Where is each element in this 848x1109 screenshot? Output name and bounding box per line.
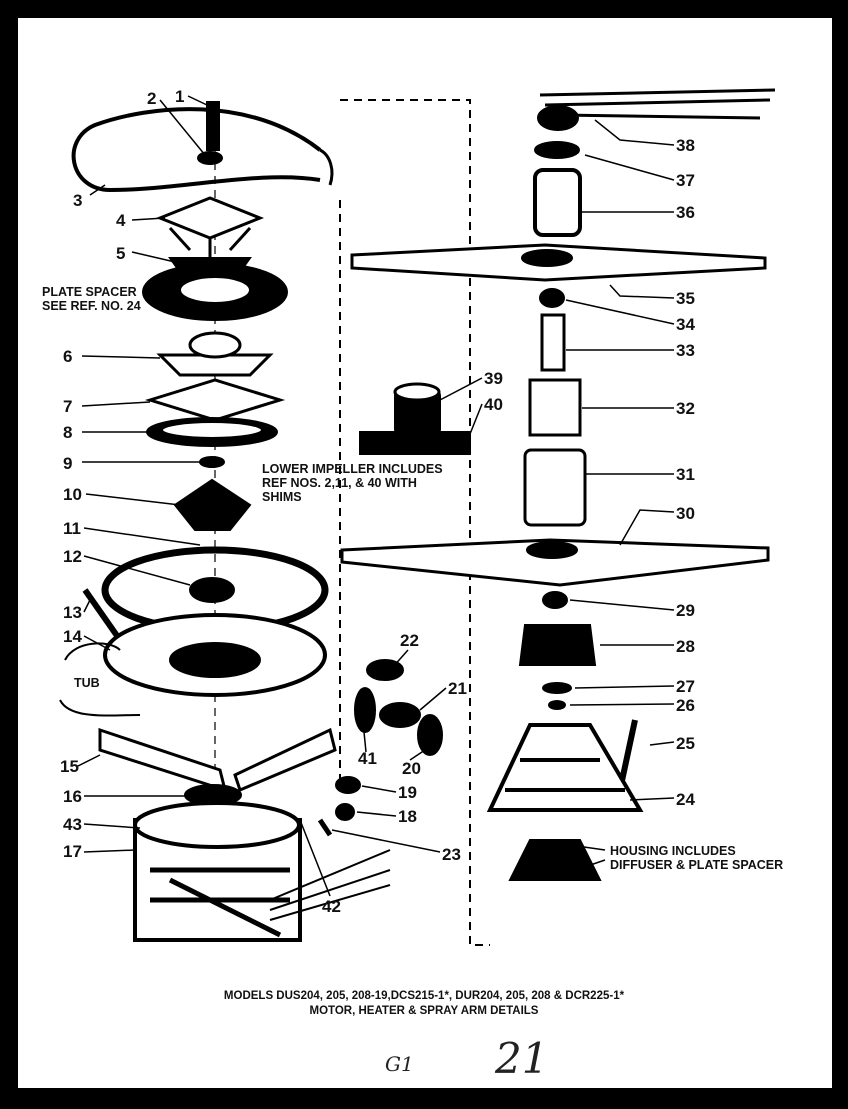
ring-37 — [534, 141, 580, 159]
handwritten-code: G1 — [385, 1052, 414, 1076]
callout-37: 37 — [676, 171, 695, 190]
callout-31: 31 — [676, 465, 695, 484]
supply-tube-38 — [539, 88, 776, 120]
callout-36: 36 — [676, 203, 695, 222]
note-tub: TUB — [74, 676, 100, 690]
screw-13 — [82, 588, 123, 642]
callout-9: 9 — [63, 454, 73, 473]
part-12 — [189, 577, 235, 603]
callout-7: 7 — [63, 397, 73, 416]
tube-32 — [528, 378, 582, 437]
callout-33: 33 — [676, 341, 695, 360]
callout-35: 35 — [676, 289, 695, 308]
part-19 — [335, 776, 361, 794]
callout-22: 22 — [400, 631, 419, 650]
caption-models: MODELS DUS204, 205, 208-19,DCS215-1*, DU… — [223, 990, 625, 1002]
lower-spray-arm-30 — [340, 538, 770, 587]
callout-32: 32 — [676, 399, 695, 418]
callout-16: 16 — [63, 787, 82, 806]
callout-4: 4 — [116, 211, 126, 230]
callout-21: 21 — [448, 679, 467, 698]
nozzle-36 — [533, 168, 582, 237]
callout-19: 19 — [398, 783, 417, 802]
callout-30: 30 — [676, 504, 695, 523]
callout-24: 24 — [676, 790, 695, 809]
callout-17: 17 — [63, 842, 82, 861]
callout-1: 1 — [175, 87, 185, 106]
callout-15: 15 — [60, 757, 79, 776]
note-plate-spacer: PLATE SPACER SEE REF. NO. 24 — [42, 285, 141, 313]
screw-23 — [317, 818, 333, 837]
callout-26: 26 — [676, 696, 695, 715]
callout-11: 11 — [63, 519, 81, 538]
callout-10: 10 — [63, 485, 82, 504]
callout-43: 43 — [63, 815, 82, 834]
part-21 — [379, 702, 421, 728]
tube-31 — [523, 448, 587, 527]
tube-33 — [540, 313, 566, 372]
washer-26 — [548, 700, 566, 710]
caption-title: MOTOR, HEATER & SPRAY ARM DETAILS — [309, 1005, 539, 1017]
tub-outline — [59, 642, 141, 717]
disc-4 — [155, 196, 265, 240]
callout-25: 25 — [676, 734, 695, 753]
callout-23: 23 — [442, 845, 461, 864]
callout-29: 29 — [676, 601, 695, 620]
shims-40 — [359, 431, 471, 455]
callout-6: 6 — [63, 347, 73, 366]
callout-34: 34 — [676, 315, 695, 334]
cap-29 — [542, 591, 568, 609]
callout-18: 18 — [398, 807, 417, 826]
callout-12: 12 — [63, 547, 82, 566]
note-lower-impeller: LOWER IMPELLER INCLUDES REF NOS. 2,11, &… — [262, 462, 443, 504]
callout-2: 2 — [147, 89, 157, 108]
callout-39: 39 — [484, 369, 503, 388]
handwritten-page-number: 21 — [495, 1034, 549, 1083]
callout-42: 42 — [322, 897, 341, 916]
callout-8: 8 — [63, 423, 73, 442]
hub-28 — [518, 624, 597, 666]
cap-34 — [539, 288, 565, 308]
callout-14: 14 — [63, 627, 82, 646]
part-20 — [417, 714, 443, 756]
callout-3: 3 — [73, 191, 83, 210]
washer-27 — [542, 682, 572, 694]
part-6 — [156, 353, 274, 377]
callout-27: 27 — [676, 677, 695, 696]
note-housing: HOUSING INCLUDES DIFFUSER & PLATE SPACER — [610, 844, 784, 872]
part-18 — [335, 803, 355, 821]
callout-38: 38 — [676, 136, 695, 155]
callout-5: 5 — [116, 244, 126, 263]
callout-40: 40 — [484, 395, 503, 414]
part-41 — [354, 687, 376, 733]
impeller-10 — [173, 478, 252, 531]
gasket-7 — [144, 378, 286, 422]
callout-20: 20 — [402, 759, 421, 778]
callout-41: 41 — [358, 749, 377, 768]
motor-wires — [269, 849, 391, 921]
washer-2 — [197, 151, 223, 165]
callout-13: 13 — [63, 603, 82, 622]
callout-28: 28 — [676, 637, 695, 656]
screw-1 — [206, 101, 220, 151]
